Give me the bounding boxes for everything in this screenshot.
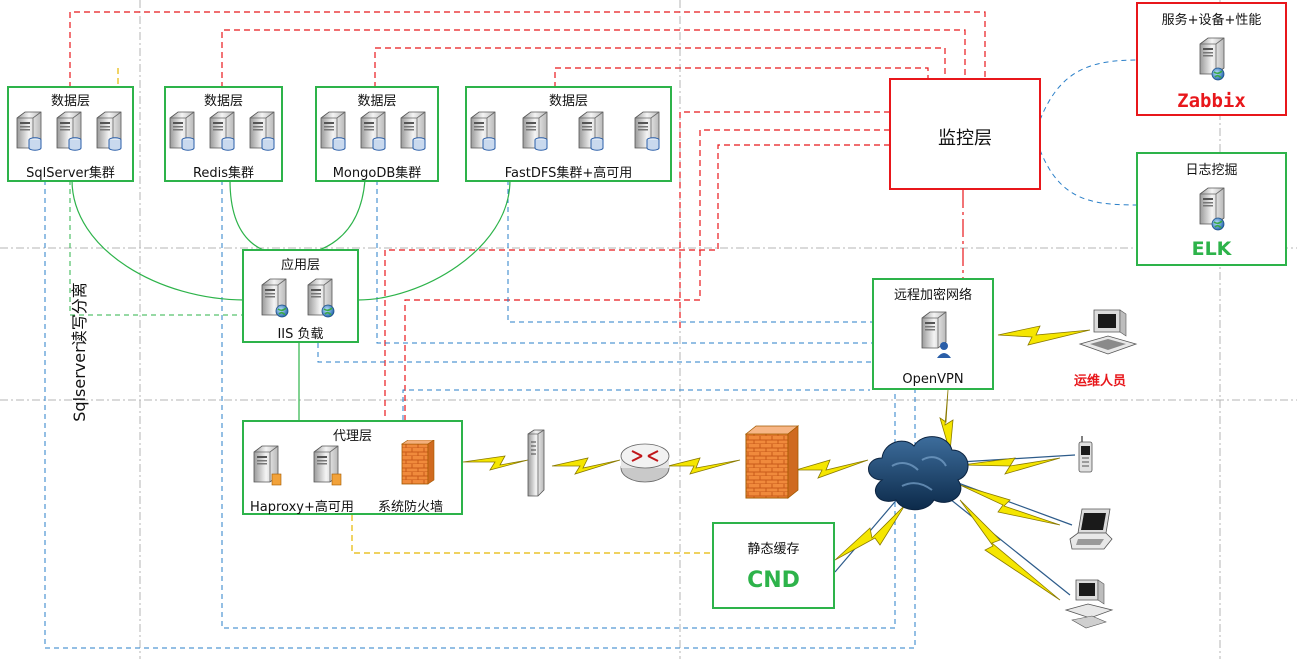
cache-link [117, 68, 712, 554]
vpn-label: OpenVPN [902, 372, 964, 387]
firewall-icon [744, 425, 800, 499]
server-icon [253, 440, 435, 486]
sqlserver-cluster-box: 数据层 SqlServer集群 [7, 86, 134, 182]
elk-title: 日志挖掘 [1185, 163, 1238, 178]
mongodb-cluster-label: MongoDB集群 [332, 166, 422, 181]
monitoring-links [69, 11, 986, 420]
data-layer-title: 数据层 [203, 94, 243, 109]
rw-split-text: Sqlserver读写分离 [70, 282, 89, 422]
switch-icon [527, 429, 545, 497]
data-layer-title: 数据层 [357, 94, 397, 109]
proxy-layer-title: 代理层 [332, 429, 372, 444]
cdn-label: CND [747, 568, 800, 593]
vpn-box: 远程加密网络 OpenVPN [872, 278, 994, 390]
data-layer-title: 数据层 [548, 94, 588, 109]
server-icon [1199, 37, 1225, 81]
computer-icon [1078, 309, 1138, 355]
rw-split-label: Sqlserver读写分离 [60, 260, 90, 440]
sqlserver-cluster-label: SqlServer集群 [26, 166, 115, 181]
app-layer-title: 应用层 [280, 258, 320, 273]
lightning-links [462, 325, 1091, 601]
app-layer-box: 应用层 IIS 负载 [242, 249, 359, 343]
laptop-icon [1069, 508, 1113, 550]
phone-icon [1078, 436, 1093, 473]
zabbix-title: 服务+设备+性能 [1161, 13, 1262, 28]
cloud-icon [868, 436, 969, 511]
fastdfs-cluster-label: FastDFS集群+高可用 [504, 166, 633, 181]
redis-cluster-box: 数据层 Redis集群 [164, 86, 283, 182]
server-icon [320, 111, 426, 151]
zabbix-label: Zabbix [1177, 90, 1246, 112]
elk-label: ELK [1191, 238, 1232, 260]
firewall-icon [401, 440, 435, 485]
app-layer-label: IIS 负载 [277, 327, 324, 342]
server-icon [470, 111, 660, 151]
cdn-title: 静态缓存 [747, 542, 800, 557]
rw-split-link [69, 180, 242, 316]
monitor-layer-title: 监控层 [938, 128, 992, 149]
proxy-layer-box: 代理层 Haproxy+高可用 系统防火墙 [242, 420, 463, 515]
monitor-layer-box: 监控层 [889, 78, 1041, 190]
elk-box: 日志挖掘 ELK [1136, 152, 1287, 266]
haproxy-label: Haproxy+高可用 [250, 500, 354, 515]
server-icon [169, 111, 275, 151]
vpn-links [44, 59, 1139, 649]
router-icon [620, 443, 670, 483]
firewall-label: 系统防火墙 [378, 500, 444, 515]
server-icon [1199, 187, 1225, 231]
cdn-box: 静态缓存 CND [712, 522, 835, 609]
redis-cluster-label: Redis集群 [192, 166, 255, 181]
ops-label: 运维人员 [1074, 374, 1127, 389]
server-icon [921, 311, 951, 358]
data-layer-title: 数据层 [50, 94, 90, 109]
mongodb-cluster-box: 数据层 MongoDB集群 [315, 86, 439, 182]
vpn-title: 远程加密网络 [893, 288, 972, 303]
server-icon [261, 278, 335, 318]
zabbix-box: 服务+设备+性能 Zabbix [1136, 2, 1287, 116]
computer-icon [1064, 579, 1114, 629]
fastdfs-cluster-box: 数据层 FastDFS集群+高可用 [465, 86, 672, 182]
server-icon [16, 111, 122, 151]
